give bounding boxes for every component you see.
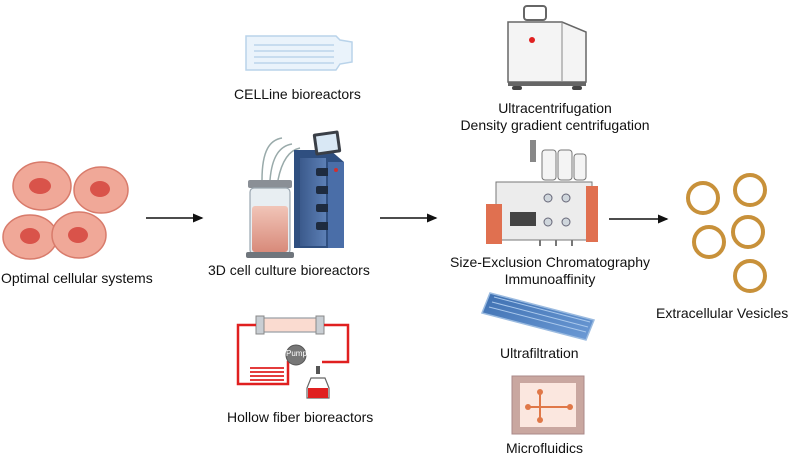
ultracentrifugation-line1: Ultracentrifugation [498, 100, 612, 116]
cell [12, 161, 72, 211]
cell [51, 211, 107, 259]
cell [73, 166, 129, 214]
vesicle-icons [686, 173, 767, 293]
flask-icon [245, 35, 353, 71]
cell [2, 214, 58, 260]
cells-label: Optimal cellular systems [1, 270, 153, 286]
centrifuge-icon [507, 5, 587, 90]
chromatography-icon [486, 140, 598, 246]
pump-label: Pump [286, 349, 307, 358]
hollow-fiber-label: Hollow fiber bioreactors [227, 409, 374, 425]
vesicle-icon [731, 215, 765, 249]
bioreactor-icon [246, 130, 344, 258]
culture3d-label: 3D cell culture bioreactors [208, 262, 370, 278]
chromatography-label: Size-Exclusion Chromatography Immunoaffi… [432, 254, 668, 288]
vesicle-icon [686, 181, 720, 215]
microfluidics-label: Microfluidics [506, 440, 584, 456]
chromatography-line2: Immunoaffinity [504, 271, 596, 287]
ultrafiltration-label: Ultrafiltration [500, 345, 579, 361]
cells-icon [2, 161, 129, 260]
vesicles-label: Extracellular Vesicles [656, 305, 789, 321]
ultracentrifugation-label: Ultracentrifugation Density gradient cen… [460, 100, 650, 134]
hollow-fiber-icon [236, 315, 350, 399]
microfluidics-icon [511, 375, 585, 435]
pump-icon [285, 344, 307, 366]
vesicle-icon [733, 259, 767, 293]
ultracentrifugation-line2: Density gradient centrifugation [460, 117, 650, 133]
vesicle-icon [692, 225, 726, 259]
ultrafiltration-icon [480, 292, 596, 341]
celline-label: CELLine bioreactors [234, 86, 361, 102]
chromatography-line1: Size-Exclusion Chromatography [450, 254, 650, 270]
vesicle-icon [733, 173, 767, 207]
